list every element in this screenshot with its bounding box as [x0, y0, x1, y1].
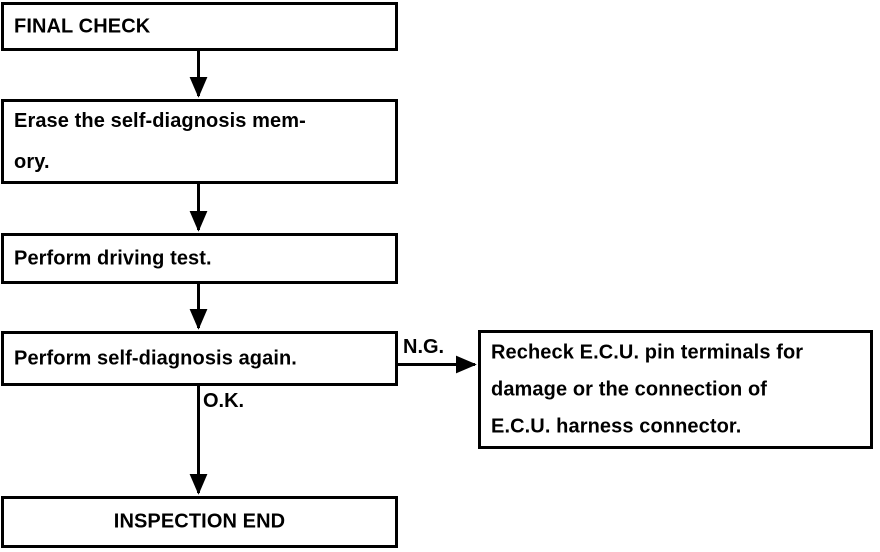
node-recheck-ecu-label: Recheck E.C.U. pin terminals for damage … — [491, 341, 804, 437]
edge-label-ng: N.G. — [403, 336, 445, 358]
node-final-check-label: FINAL CHECK — [14, 15, 151, 37]
node-erase-memory[interactable]: Erase the self-diagnosis mem- ory. — [1, 99, 398, 184]
edge-label-ok: O.K. — [203, 390, 245, 412]
node-self-diagnosis-again-label: Perform self-diagnosis again. — [14, 347, 297, 369]
node-recheck-ecu[interactable]: Recheck E.C.U. pin terminals for damage … — [478, 330, 873, 449]
node-inspection-end-label: INSPECTION END — [113, 510, 286, 533]
node-driving-test-label: Perform driving test. — [14, 247, 212, 269]
node-self-diagnosis-again[interactable]: Perform self-diagnosis again. — [1, 331, 398, 386]
node-final-check[interactable]: FINAL CHECK — [1, 2, 398, 51]
node-erase-memory-label: Erase the self-diagnosis mem- ory. — [14, 109, 306, 173]
node-inspection-end[interactable]: INSPECTION END — [1, 496, 398, 548]
node-driving-test[interactable]: Perform driving test. — [1, 233, 398, 284]
